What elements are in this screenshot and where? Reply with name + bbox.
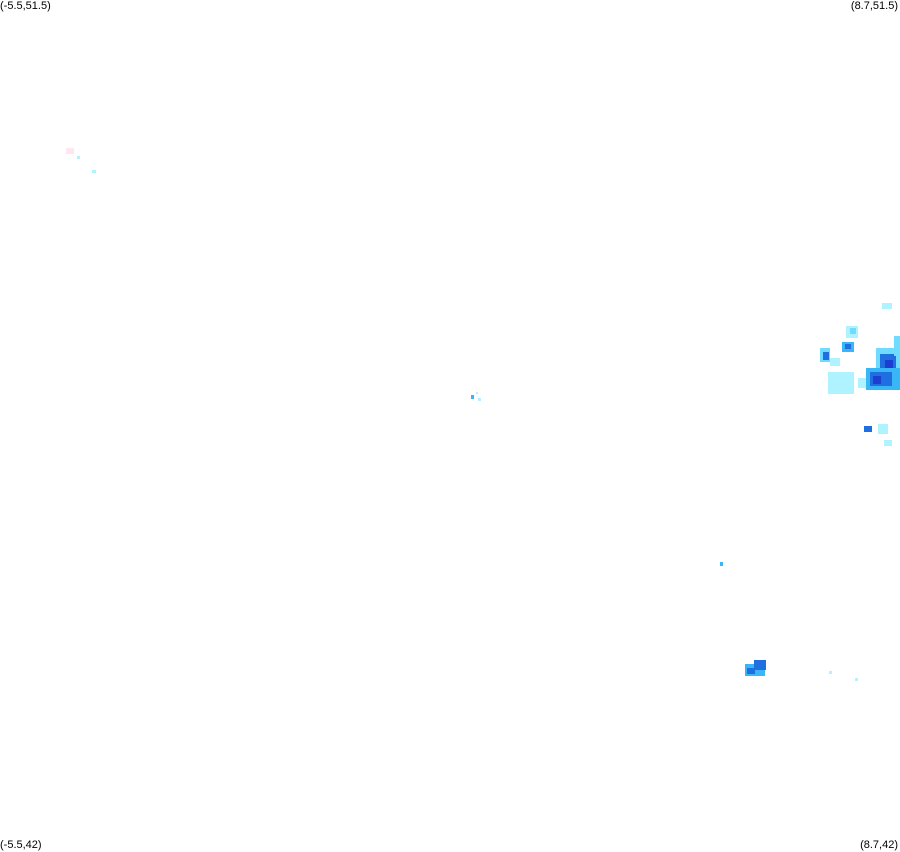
echo-cluster-northwest [66,148,96,173]
echo-cluster-mid-right [720,562,723,566]
corner-coordinate-bottom-left: (-5.5,42) [0,839,42,851]
corner-coordinate-top-left: (-5.5,51.5) [0,0,51,12]
echo-cluster-east [820,303,900,446]
echo-cluster-southeast [745,660,858,681]
corner-coordinate-bottom-right: (8.7,42) [860,839,898,851]
corner-coordinate-top-right: (8.7,51.5) [850,0,898,12]
echo-cluster-center [471,392,481,401]
